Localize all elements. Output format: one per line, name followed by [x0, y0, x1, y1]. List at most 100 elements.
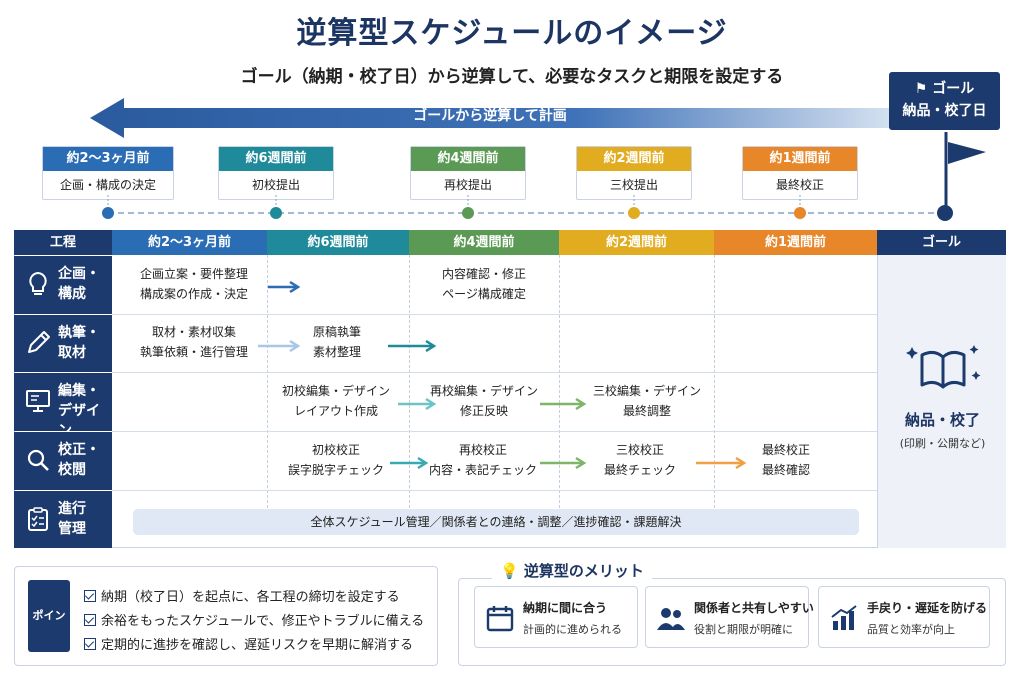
column-header: ゴール [877, 230, 1006, 255]
merit-main: 手戻り・遅延を防げる [867, 601, 988, 615]
timeline-dot [462, 207, 474, 219]
milestone-when: 約6週間前 [219, 147, 333, 171]
task-line: 企画立案・要件整理 [139, 267, 248, 281]
task-cell: 企画立案・要件整理 構成案の作成・決定 [124, 264, 264, 304]
milestone-what: 企画・構成の決定 [59, 178, 156, 192]
goal-flag-icon [944, 132, 986, 212]
row-label-line2: 校閲 [58, 462, 86, 478]
grid-line [112, 314, 877, 315]
backward-arrow-banner [90, 98, 900, 138]
task-cell: 原稿執筆 素材整理 [290, 322, 384, 362]
task-cell: 三校編集・デザイン 最終調整 [580, 381, 714, 421]
task-line: 最終調整 [622, 404, 671, 418]
timeline-dot [270, 207, 282, 219]
point-item: 納期（校了日）を起点に、各工程の締切を設定する [84, 586, 400, 605]
goal-box: ⚑ ゴール 納品・校了日 [889, 72, 1000, 130]
task-line: 再校編集・デザイン [429, 384, 538, 398]
merit-card: 手戻り・遅延を防げる 品質と効率が向上 [818, 586, 990, 648]
merit-sub: 役割と期限が明確に [694, 623, 793, 636]
task-cell: 三校校正 最終チェック [590, 440, 690, 480]
timeline-dot [102, 207, 114, 219]
milestone-when: 約4週間前 [411, 147, 525, 171]
merit-card: 納期に間に合う 計画的に進められる [474, 586, 638, 648]
grid-line [112, 490, 877, 491]
column-header: 約1週間前 [714, 230, 877, 255]
row-label-line1: 進行 [58, 501, 86, 517]
task-line: 内容・表記チェック [428, 463, 537, 477]
task-line: 取材・素材収集 [151, 325, 236, 339]
task-line: 再校校正 [458, 443, 507, 457]
goal-column: 納品・校了 (印刷・公開など) [877, 255, 1006, 548]
column-header: 約2週間前 [559, 230, 714, 255]
row-label-line2: 取材 [58, 345, 86, 361]
grid-line [714, 255, 715, 508]
timeline-dot [794, 207, 806, 219]
task-cell: 初校編集・デザイン レイアウト作成 [270, 381, 402, 421]
goal-sublabel: 納品・校了日 [902, 103, 987, 119]
task-line: 初校編集・デザイン [281, 384, 390, 398]
task-line: 修正反映 [459, 404, 508, 418]
task-cell: 再校校正 内容・表記チェック [418, 440, 548, 480]
merit-sub: 計画的に進められる [523, 623, 622, 636]
row-label-line2: 構成 [58, 286, 86, 302]
grid-line [409, 255, 410, 508]
goal-label: ゴール [932, 81, 975, 97]
milestone-card: 約6週間前 初校提出 [218, 146, 334, 200]
task-line: 構成案の作成・決定 [139, 287, 248, 301]
pencil-icon [28, 331, 50, 353]
merit-sub: 品質と効率が向上 [867, 623, 955, 636]
milestone-card: 約2週間前 三校提出 [576, 146, 692, 200]
task-line: 内容確認・修正 [441, 267, 526, 281]
task-line: 最終確認 [761, 463, 810, 477]
row-label-line1: 編集・ [58, 383, 100, 399]
task-line: 最終校正 [761, 443, 810, 457]
points-panel [14, 566, 438, 666]
magnifier-icon [27, 449, 49, 471]
point-text: 定期的に進捗を確認し、遅延リスクを早期に解消する [101, 638, 414, 653]
row-label-line1: 企画・ [58, 266, 100, 282]
lightbulb-icon: 💡 [500, 562, 519, 580]
timeline [102, 195, 953, 221]
point-item: 定期的に進捗を確認し、遅延リスクを早期に解消する [84, 634, 413, 653]
row-label-line2: 管理 [58, 521, 86, 537]
goal-cell-main: 納品・校了 [904, 411, 980, 429]
task-line: 執筆依頼・進行管理 [139, 345, 248, 359]
monitor-icon [26, 390, 50, 412]
merits-title: 💡 逆算型のメリット [492, 560, 652, 581]
task-line: 最終チェック [603, 463, 676, 477]
row-label-editing: 編集・デザイン [14, 373, 112, 439]
points-badge: ポイント [28, 580, 70, 683]
row-label-line1: 校正・ [58, 442, 100, 458]
grid-line [267, 255, 268, 508]
banner-label: ゴールから逆算して計画 [413, 108, 567, 124]
point-text: 納期（校了日）を起点に、各工程の締切を設定する [101, 590, 400, 605]
task-cell: 最終校正 最終確認 [746, 440, 826, 480]
row-label-management: 進行管理 [14, 491, 112, 548]
milestone-what: 三校提出 [609, 178, 658, 192]
milestone-what: 再校提出 [443, 178, 492, 192]
people-icon [657, 608, 685, 630]
point-item: 余裕をもったスケジュールで、修正やトラブルに備える [84, 610, 424, 629]
row-label-line1: 執筆・ [58, 325, 100, 341]
merit-main: 納期に間に合う [523, 601, 608, 615]
task-line: 素材整理 [312, 345, 361, 359]
table-corner-header: 工程 [14, 230, 112, 255]
clipboard-icon [28, 507, 48, 531]
checkbox-icon [84, 590, 96, 602]
merit-card: 関係者と共有しやすい 役割と期限が明確に [645, 586, 814, 648]
task-cell: 取材・素材収集 執筆依頼・進行管理 [124, 322, 264, 362]
grid-line [112, 431, 877, 432]
milestone-card: 約1週間前 最終校正 [742, 146, 858, 200]
timeline-goal-dot [937, 205, 953, 221]
milestone-when: 約2〜3ヶ月前 [43, 147, 173, 171]
task-cell: 再校編集・デザイン 修正反映 [414, 381, 554, 421]
open-book-icon [906, 345, 981, 389]
row-label-planning: 企画・構成 [14, 256, 112, 314]
task-line: 誤字脱字チェック [287, 463, 384, 477]
milestone-card: 約4週間前 再校提出 [410, 146, 526, 200]
row-label-proofreading: 校正・校閲 [14, 432, 112, 490]
merits-title-text: 逆算型のメリット [523, 562, 644, 580]
grid-line [559, 255, 560, 508]
task-line: 三校校正 [615, 443, 664, 457]
